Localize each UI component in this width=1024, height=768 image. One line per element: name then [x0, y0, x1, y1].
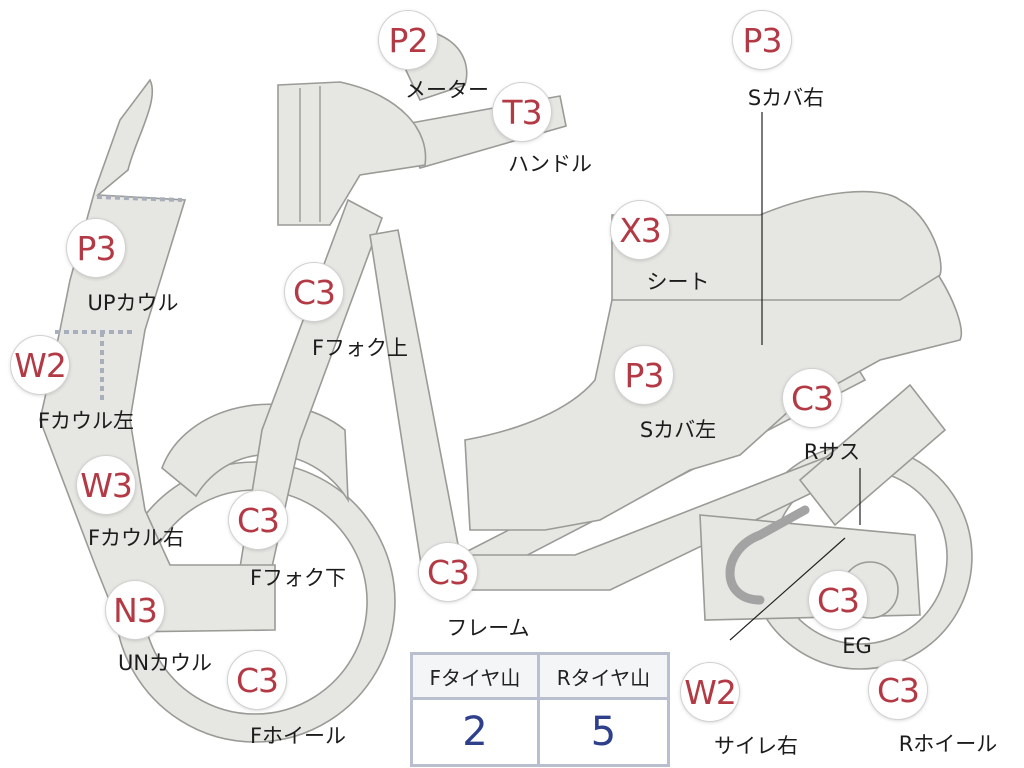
side-cover-right-label: Sカバ右 [747, 86, 825, 110]
meter-code: P2 [379, 11, 437, 69]
seat-shape [611, 190, 942, 301]
up-cowl-code: P3 [67, 219, 125, 277]
r-wheel-label: Rホイール [898, 732, 998, 756]
up-cowl-label: UPカウル [87, 291, 179, 315]
side-cover-left-code: P3 [615, 346, 673, 404]
f-cowl-left-code: W2 [11, 336, 69, 394]
f-wheel-code: C3 [228, 651, 286, 709]
frame-code: C3 [419, 543, 477, 601]
muffler-right-code: W2 [681, 663, 739, 721]
un-cowl-label: UNカウル [117, 651, 213, 675]
rear-sus-shape [798, 383, 947, 527]
meter-label: メーター [405, 78, 489, 102]
seat-code: X3 [611, 201, 669, 259]
r-sus-code: C3 [783, 369, 841, 427]
front-tire-header: Fタイヤ山 [410, 652, 540, 700]
f-fork-lower-code: C3 [229, 491, 287, 549]
f-fork-lower-label: Fフォク下 [249, 566, 347, 590]
f-cowl-right-code: W3 [77, 456, 135, 514]
r-wheel-code: C3 [869, 661, 927, 719]
muffler-right-label: サイレ右 [714, 734, 798, 758]
seat-label: シート [646, 270, 710, 294]
f-cowl-left-label: Fカウル左 [37, 409, 135, 433]
rear-tire-value: 5 [536, 697, 671, 767]
un-cowl-code: N3 [106, 581, 164, 639]
handle-code: T3 [493, 83, 551, 141]
engine-label: EG [842, 634, 872, 658]
handle-label: ハンドル [508, 152, 592, 176]
body-cover-shape [464, 269, 962, 531]
rear-tire-header: Rタイヤ山 [536, 652, 671, 700]
f-fork-upper-label: Fフォク上 [311, 336, 409, 360]
f-wheel-label: Fホイール [249, 724, 347, 748]
tire-tread-table: Fタイヤ山 Rタイヤ山 2 5 [410, 652, 671, 767]
side-cover-left-label: Sカバ左 [639, 418, 717, 442]
r-sus-label: Rサス [803, 440, 861, 464]
headlight-shape [277, 81, 427, 226]
engine-code: C3 [809, 571, 867, 629]
side-cover-right-code: P3 [733, 11, 791, 69]
front-tire-value: 2 [410, 697, 540, 767]
f-fork-upper-code: C3 [285, 263, 343, 321]
frame-label: フレーム [446, 616, 530, 640]
f-cowl-right-label: Fカウル右 [87, 526, 185, 550]
muffler-pipe [725, 505, 810, 605]
